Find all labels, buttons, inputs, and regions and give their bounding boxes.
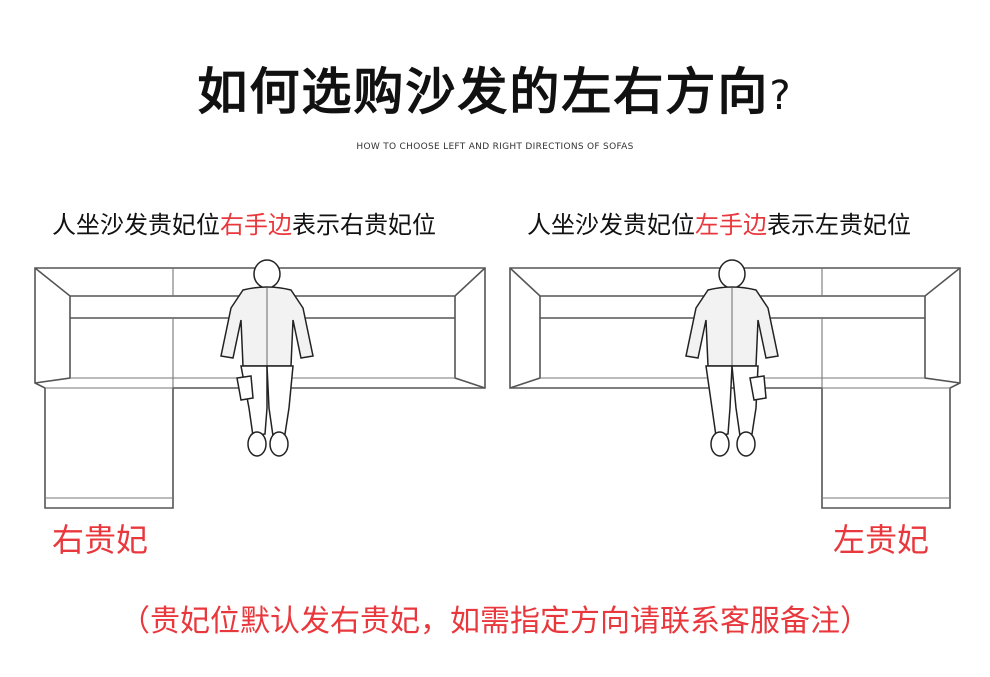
page-subtitle: HOW TO CHOOSE LEFT AND RIGHT DIRECTIONS … (356, 142, 634, 152)
caption-left-chaise: 人坐沙发贵妃位左手边表示左贵妃位 (527, 208, 911, 242)
page-title: 如何选购沙发的左右方向? (0, 62, 990, 126)
title-question-mark: ? (769, 73, 793, 119)
caption-post: 表示右贵妃位 (292, 211, 436, 239)
label-left-chaise: 左贵妃 (833, 521, 930, 559)
title-text: 如何选购沙发的左右方向 (197, 63, 770, 121)
caption-right-chaise: 人坐沙发贵妃位右手边表示右贵妃位 (52, 208, 436, 242)
caption-highlight: 右手边 (220, 211, 292, 239)
caption-post: 表示左贵妃位 (767, 211, 911, 239)
seated-person-icon (685, 259, 779, 457)
label-right-chaise: 右贵妃 (52, 521, 149, 559)
default-note: （贵妃位默认发右贵妃，如需指定方向请联系客服备注） (120, 604, 870, 639)
sofa-diagram-right-chaise (34, 259, 486, 509)
caption-pre: 人坐沙发贵妃位 (52, 211, 220, 239)
sofa-outline (509, 267, 961, 509)
caption-highlight: 左手边 (695, 211, 767, 239)
sofa-diagram-left-chaise (509, 259, 961, 509)
seated-person-icon (220, 259, 314, 457)
caption-pre: 人坐沙发贵妃位 (527, 211, 695, 239)
